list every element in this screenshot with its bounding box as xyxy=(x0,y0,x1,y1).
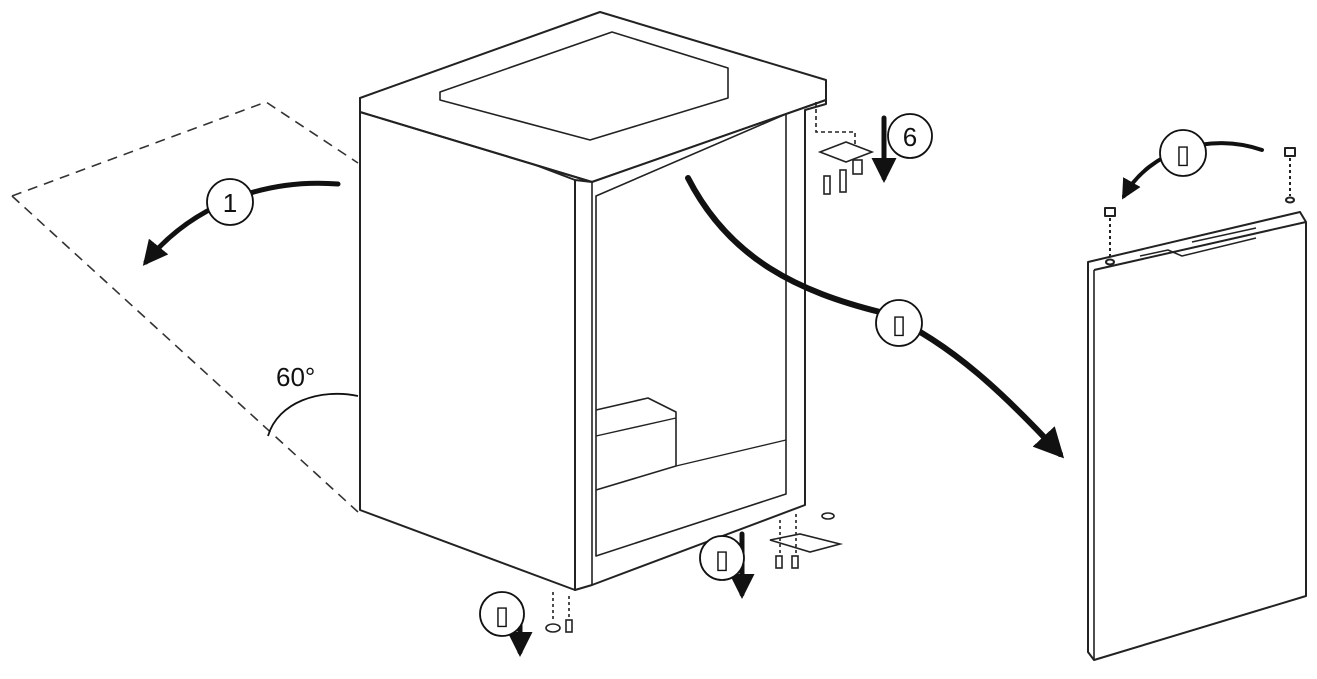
step-callout-1: 1 xyxy=(206,178,254,226)
angle-arc xyxy=(267,392,359,437)
svg-text:1: 1 xyxy=(223,188,237,218)
fridge-door xyxy=(1087,147,1307,661)
step-callout-door-lift: ▯ xyxy=(875,299,923,347)
bottom-hinge-parts xyxy=(769,512,844,569)
svg-text:▯: ▯ xyxy=(715,544,729,574)
svg-text:▯: ▯ xyxy=(495,600,509,630)
tilt-plane xyxy=(11,101,359,513)
svg-text:▯: ▯ xyxy=(892,309,906,339)
fridge-cabinet xyxy=(359,11,827,591)
step-callout-hinge-pin: ▯ xyxy=(1159,129,1207,177)
svg-text:▯: ▯ xyxy=(1176,139,1190,169)
top-hinge-parts xyxy=(815,102,875,195)
step-callout-6: 6 xyxy=(887,113,933,159)
foot-parts xyxy=(545,592,573,633)
step-callout-foot: ▯ xyxy=(479,591,525,637)
angle-label: 60° xyxy=(276,362,315,392)
svg-text:6: 6 xyxy=(903,122,917,152)
step-callout-bottom-hinge: ▯ xyxy=(699,535,745,581)
